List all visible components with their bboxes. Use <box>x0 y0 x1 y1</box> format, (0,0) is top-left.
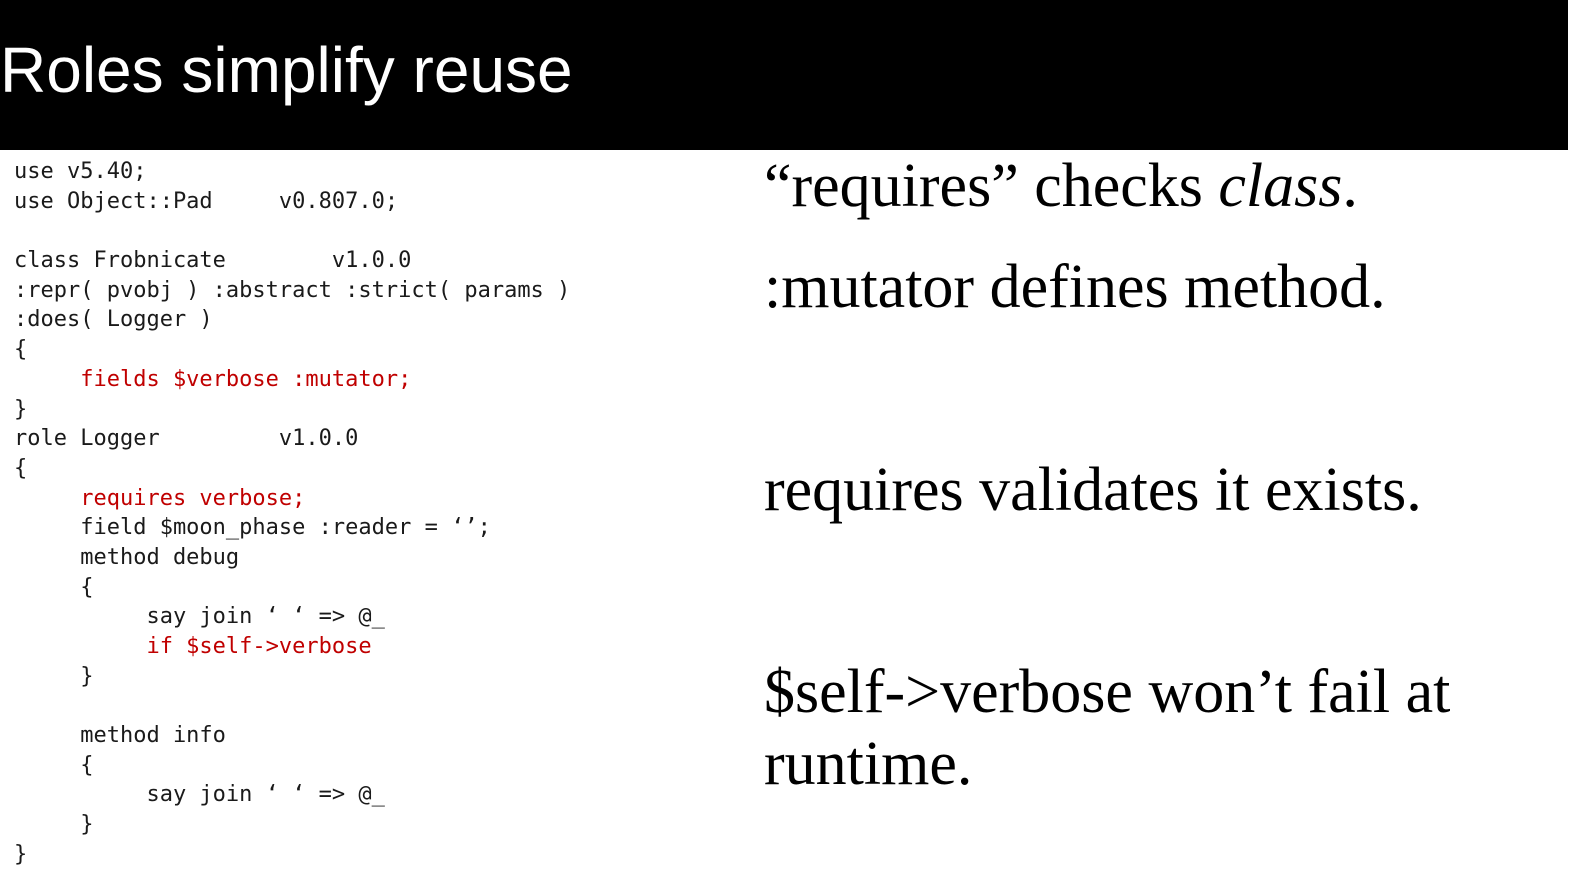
code-line: { <box>14 337 28 363</box>
code-line: use v5.40; <box>14 159 147 184</box>
code-line: use Object::Pad v0.807.0; <box>14 188 399 214</box>
code-line: say join ‘ ‘ => @_ <box>14 604 385 630</box>
note-emphasis: class <box>1218 152 1343 220</box>
code-line: } <box>14 663 94 689</box>
code-line: { <box>14 455 28 481</box>
code-line-highlighted: fields $verbose :mutator; <box>14 366 412 392</box>
title-bar: Roles simplify reuse <box>0 0 1568 150</box>
code-line-highlighted: if $self->verbose <box>14 634 372 659</box>
note-requires-validates: requires validates it exists. <box>764 456 1422 524</box>
code-line <box>14 216 570 246</box>
code-line: method debug <box>14 544 240 570</box>
note-mutator-defines-method: :mutator defines method. <box>764 253 1386 321</box>
note-line: $self->verbose won’t fail at <box>764 658 1451 726</box>
note-line: runtime. <box>764 730 973 798</box>
note-text: “requires” checks <box>764 152 1219 220</box>
code-line: role Logger v1.0.0 <box>14 426 359 452</box>
code-line: :does( Logger ) <box>14 307 213 333</box>
code-line: say join ‘ ‘ => @_ <box>14 782 385 808</box>
code-line: :repr( pvobj ) :abstract :strict( params… <box>14 277 571 303</box>
code-block: use v5.40;use Object::Pad v0.807.0;class… <box>14 157 570 870</box>
slide-title: Roles simplify reuse <box>0 34 573 106</box>
note-text: . <box>1342 152 1358 220</box>
code-line: } <box>14 812 94 838</box>
code-line-highlighted: requires verbose; <box>14 485 306 511</box>
code-line <box>14 691 570 721</box>
code-line: } <box>14 396 28 422</box>
code-line: method info <box>14 723 226 749</box>
code-line: { <box>14 574 94 600</box>
code-line: field $moon_phase :reader = ‘’; <box>14 515 491 541</box>
code-line: { <box>14 752 94 778</box>
code-line: class Frobnicate v1.0.0 <box>14 248 412 274</box>
code-line: } <box>14 841 28 867</box>
note-requires-checks-class: “requires” checks class. <box>764 150 1358 222</box>
